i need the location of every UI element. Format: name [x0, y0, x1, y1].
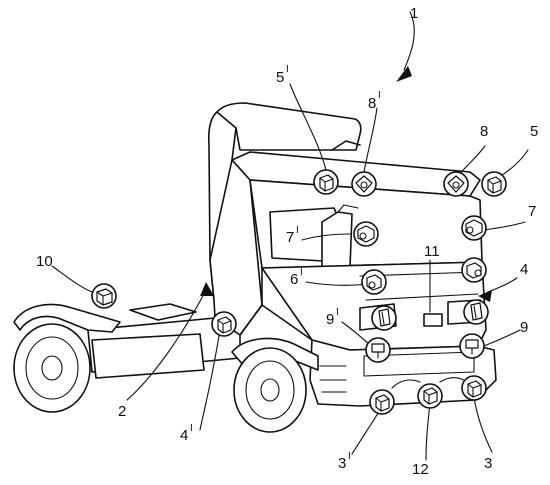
fuel-tank — [91, 333, 205, 379]
label-2: 2 — [118, 403, 126, 420]
sensor-7-prime — [353, 221, 379, 247]
label-1: 1 — [410, 5, 418, 22]
label-4-prime-mark: I — [190, 423, 193, 434]
rear-fender — [13, 303, 121, 333]
sensor-6 — [461, 257, 487, 283]
label-8-prime-mark: I — [378, 90, 381, 101]
arrow-2 — [200, 282, 214, 296]
label-6-prime-mark: I — [300, 267, 303, 278]
label-4-prime: 4 — [180, 427, 188, 444]
label-12: 12 — [412, 461, 429, 478]
leader-lines — [51, 11, 529, 461]
label-7: 7 — [528, 203, 536, 220]
sensor-9 — [459, 333, 485, 359]
label-3-prime: 3 — [338, 455, 346, 472]
sensor-5 — [481, 171, 507, 197]
label-5-prime: 5 — [276, 69, 284, 86]
sensor-3-prime — [369, 389, 395, 415]
sensor-8-prime — [351, 171, 377, 197]
label-7-prime: 7 — [286, 229, 294, 246]
front-wheel — [233, 347, 307, 433]
sensor-4-prime-side — [211, 311, 237, 337]
label-5-prime-mark: I — [286, 64, 289, 75]
label-7-prime-mark: I — [296, 225, 299, 236]
sensor-9-prime — [365, 337, 391, 363]
sensor-10 — [91, 283, 117, 309]
label-9-prime-mark: I — [336, 307, 339, 318]
label-6-prime: 6 — [290, 271, 298, 288]
label-11: 11 — [424, 243, 440, 260]
label-8-prime: 8 — [368, 95, 376, 112]
label-3: 3 — [484, 455, 492, 472]
sensor-12 — [417, 383, 443, 409]
emblem-plate — [423, 313, 443, 327]
label-9: 9 — [520, 319, 528, 336]
label-4: 4 — [520, 261, 528, 278]
sensor-3 — [461, 375, 487, 401]
roof-spoiler — [216, 102, 362, 151]
label-10: 10 — [36, 253, 53, 270]
arrow-1 — [396, 66, 412, 82]
sensor-4-prime-front — [371, 305, 397, 331]
sensor-5-prime — [313, 169, 339, 195]
arrow-4 — [478, 290, 492, 302]
sensor-4 — [463, 299, 489, 325]
sensor-7 — [461, 215, 487, 241]
sensor-6-prime — [361, 269, 387, 295]
label-3-prime-mark: I — [348, 451, 351, 462]
label-8: 8 — [480, 123, 488, 140]
spoiler-side — [207, 111, 218, 301]
reference-labels: 1 5 I 8 I 8 5 7 7 I 11 6 I 4 9 I 9 10 2 … — [36, 5, 538, 478]
truck-tractor — [13, 102, 497, 433]
side-mirror — [321, 211, 353, 273]
sensor-8 — [443, 171, 469, 197]
label-5: 5 — [530, 123, 538, 140]
fifth-wheel — [129, 303, 197, 321]
label-9-prime: 9 — [326, 311, 334, 328]
